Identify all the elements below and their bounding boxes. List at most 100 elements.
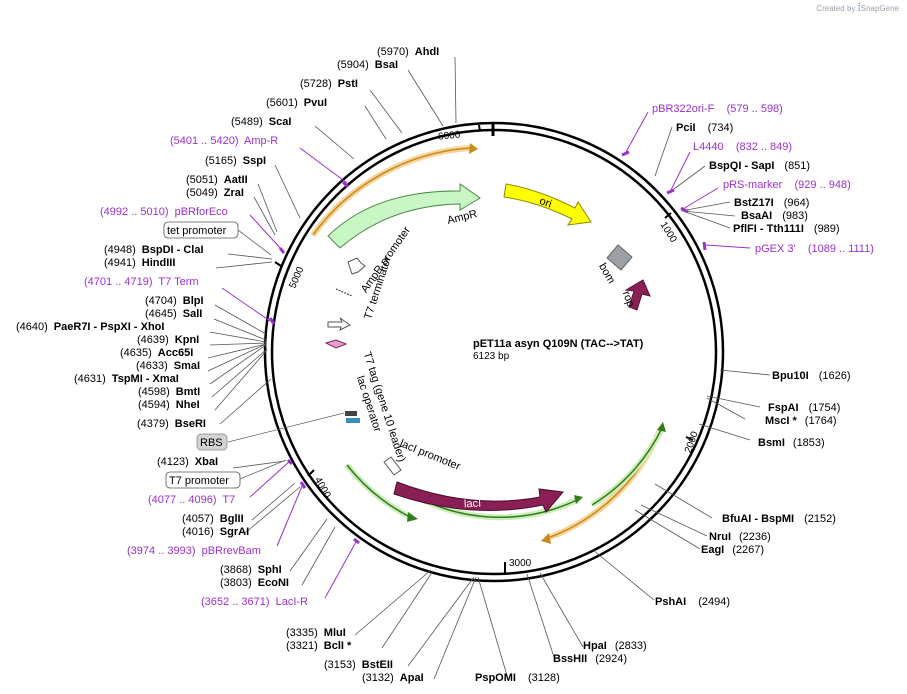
site-aatii: (5051)AatII <box>186 174 248 186</box>
site-bspdi-clai: (4948)BspDI - ClaI <box>104 244 204 256</box>
site-leaders <box>207 56 771 680</box>
site-bspqi-sapi: BspQI - SapI(851) <box>709 160 810 172</box>
tick-1000 <box>664 212 672 219</box>
tick-label-5000: 5000 <box>288 265 307 290</box>
primer-pbrrevbam: (3974 .. 3993) pBRrevBam <box>127 545 261 557</box>
site-ahdi: (5970)AhdI <box>377 46 439 58</box>
plasmid-name: pET11a asyn Q109N (TAC-->TAT) <box>473 338 644 350</box>
site-pcii: PciI(734) <box>676 122 733 134</box>
tick-label-3000: 3000 <box>509 558 532 569</box>
feature-ampr <box>327 183 481 249</box>
feature-label-ori: ori <box>538 195 554 210</box>
feature-ori <box>503 183 592 226</box>
feature-label-rop: rop <box>620 290 637 309</box>
primer-pgex3: pGEX 3' (1089 .. 1111) <box>755 243 874 255</box>
orf-arrow-green-1 <box>657 422 666 432</box>
site-bfuai-bspmi: BfuAI - BspMI(2152) <box>722 513 836 525</box>
site-bsmi: BsmI(1853) <box>758 437 825 449</box>
box-tet-promoter: tet promoter <box>163 221 239 239</box>
brand-text: Created by <box>816 4 856 13</box>
site-psti: (5728)PstI <box>300 78 358 90</box>
primer-t7-term: (4701 .. 4719) T7 Term <box>84 276 199 288</box>
site-sphi: (3868)SphI <box>220 564 282 576</box>
orf-arc-ampr-line <box>312 147 471 236</box>
site-blpi: (4704)BlpI <box>145 295 204 307</box>
site-acc65i: (4635)Acc65I <box>120 347 193 359</box>
site-bmti: (4598)BmtI <box>138 386 200 398</box>
primer-l4440: L4440 (832 .. 849) <box>693 141 792 153</box>
t7-terminator-shape <box>335 288 353 297</box>
site-apai: (3132)ApaI <box>362 672 424 684</box>
orf-arc-green-1 <box>590 426 665 508</box>
feature-label-laci-promoter: lacI promoter <box>398 438 462 473</box>
site-fspai: FspAI(1754) <box>768 402 840 414</box>
tick-6000 <box>478 124 481 132</box>
box-rbs: RBS <box>196 433 228 451</box>
box-label-tet-promoter: tet promoter <box>167 225 227 237</box>
orf-arc-right-line <box>547 429 661 539</box>
primer-leaders <box>221 111 751 599</box>
site-pshai: PshAI(2494) <box>655 596 730 608</box>
site-bstz17i: BstZ17I(964) <box>734 197 809 209</box>
feature-bom <box>606 244 633 271</box>
site-kpni: (4639)KpnI <box>137 334 199 346</box>
primer-pbr322ori-f: pBR322ori-F (579 .. 598) <box>652 103 783 115</box>
lac-operator-shape <box>346 418 360 423</box>
feature-label-ampr: AmpR <box>446 208 479 227</box>
primer-laci-r: (3652 .. 3671) LacI-R <box>201 596 308 608</box>
orf-arrow-right <box>541 533 551 544</box>
site-pvui: (5601)PvuI <box>266 97 327 109</box>
primer-amp-r: (5401 .. 5420) Amp-R <box>170 135 278 147</box>
site-bcli: (3321)BclI * <box>286 640 352 652</box>
site-smai: (4633)SmaI <box>136 360 200 372</box>
orf-arc-green-3-line <box>346 464 411 518</box>
site-pspomi: PspOMI(3128) <box>475 672 560 684</box>
brand-logo-text: SnapGene <box>860 4 899 13</box>
tick-4000 <box>307 469 315 477</box>
tick-2000 <box>685 436 694 441</box>
feature-laci <box>393 481 564 513</box>
site-sspi: (5165)SspI <box>205 155 266 167</box>
rbs-shape <box>345 411 357 416</box>
site-eagi: EagI(2267) <box>701 544 764 556</box>
site-xbai: (4123)XbaI <box>157 456 218 468</box>
site-bpu10i: Bpu10I(1626) <box>772 370 850 382</box>
orf-arrow-green-3 <box>407 512 418 522</box>
site-hindiii: (4941)HindIII <box>104 257 175 269</box>
t7-promoter-shape <box>327 317 351 331</box>
site-pflfi-tth111i: PflFI - Tth111I(989) <box>733 223 840 235</box>
site-econi: (3803)EcoNI <box>220 577 289 589</box>
orf-arc-right <box>546 428 663 541</box>
site-sali: (4645)SalI <box>145 308 202 320</box>
feature-rop <box>624 279 651 311</box>
site-msci: MscI *(1764) <box>765 415 837 427</box>
feature-label-laci: lacI <box>464 498 482 511</box>
box-label-rbs: RBS <box>200 437 223 449</box>
site-mlui: (3335)MluI <box>286 627 346 639</box>
site-nhei: (4594)NheI <box>138 399 200 411</box>
snapgene-brand: Created by ⁞SnapGene <box>816 2 899 14</box>
site-paer7i-pspxi-xhoi: (4640)PaeR7I - PspXI - XhoI <box>16 321 164 333</box>
box-t7-promoter: T7 promoter <box>165 471 241 489</box>
box-leaders <box>227 229 345 480</box>
snapgene-logo-icon: ⁞ <box>857 2 861 14</box>
site-bsshii: BssHII(2924) <box>553 653 627 665</box>
tick-5000 <box>274 261 282 267</box>
site-hpai: HpaI(2833) <box>583 640 647 652</box>
site-tspmi-xmai: (4631)TspMI - XmaI <box>74 373 179 385</box>
orf-arrow-ampr <box>469 143 478 154</box>
site-bseri: (4379)BseRI <box>137 418 206 430</box>
tick-label-6000: 6000 <box>438 129 462 142</box>
feature-label-bom: bom <box>596 261 617 286</box>
site-sgrai: (4016)SgrAI <box>182 526 249 538</box>
laci-promoter-shape <box>383 456 402 476</box>
box-label-t7-promoter: T7 promoter <box>169 475 229 487</box>
ampr-promoter-shape <box>347 257 366 275</box>
site-scai: (5489)ScaI <box>231 116 291 128</box>
site-bsteii: (3153)BstEII <box>324 659 393 671</box>
orf-arc-green-1-line <box>591 427 663 506</box>
site-bsai: (5904)BsaI <box>337 59 398 71</box>
site-nrui: NruI(2236) <box>709 531 771 543</box>
site-bsaai: BsaAI(983) <box>741 210 808 222</box>
